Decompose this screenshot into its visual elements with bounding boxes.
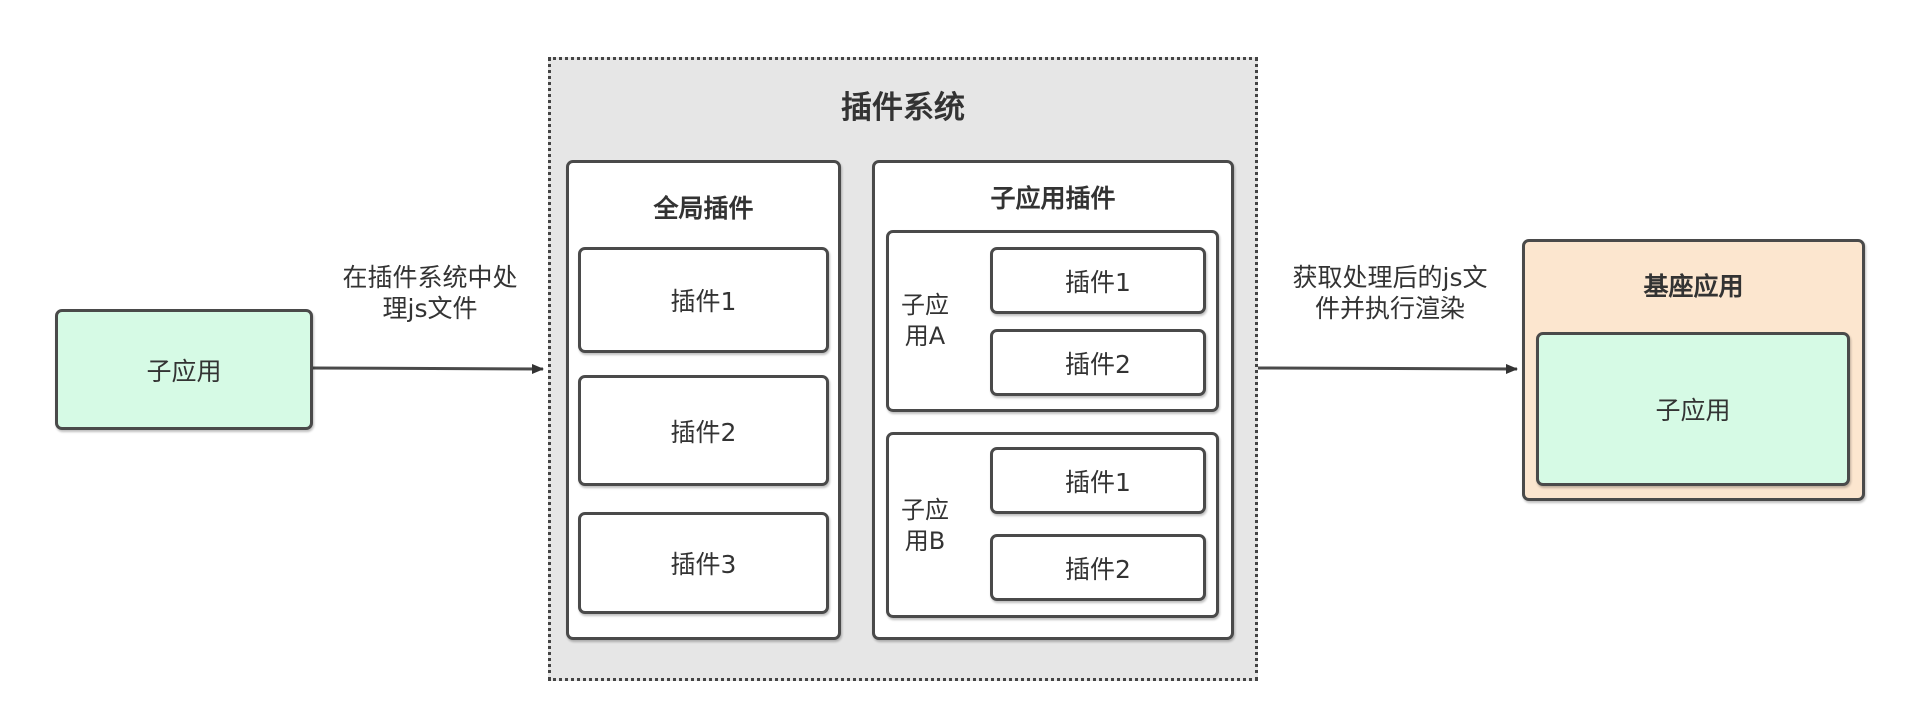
- sub-app-plugin-item-label: 插件2: [1065, 554, 1131, 584]
- sub-app-plugins-title: 子应用插件: [990, 184, 1116, 213]
- global-plugin-item: 插件2: [578, 375, 829, 486]
- sub-app-plugin-item: 插件2: [990, 329, 1206, 396]
- sub-app-plugin-item-label: 插件1: [1065, 467, 1131, 497]
- edge-label-left-line2: 理js文件: [382, 294, 478, 323]
- global-plugin-item-label: 插件3: [670, 550, 737, 579]
- global-plugins-title: 全局插件: [653, 194, 754, 223]
- global-plugin-item-label: 插件2: [670, 417, 737, 447]
- edge-label-right-line1: 获取处理后的js文: [1292, 263, 1488, 292]
- arrow-left-to-system: [312, 363, 544, 374]
- global-plugin-item: 插件3: [578, 512, 829, 614]
- sub-app-plugin-item-label: 插件2: [1065, 349, 1131, 379]
- left-sub-app-box: 子应用: [55, 309, 313, 430]
- sub-app-group-label-line1: 子应: [901, 496, 949, 524]
- sub-app-plugin-item: 插件1: [990, 247, 1206, 314]
- global-plugin-item-label: 插件1: [670, 287, 737, 316]
- sub-app-group-label: 子应 用A: [895, 290, 955, 352]
- edge-label-left-line1: 在插件系统中处: [342, 263, 518, 292]
- base-app-title: 基座应用: [1643, 272, 1744, 301]
- sub-app-plugin-item: 插件2: [990, 534, 1206, 601]
- global-plugin-item: 插件1: [578, 247, 829, 353]
- sub-app-group-label-line1: 子应: [901, 291, 949, 319]
- edge-label-right: 获取处理后的js文 件并执行渲染: [1270, 262, 1510, 324]
- sub-app-group-label: 子应 用B: [895, 495, 955, 557]
- arrow-system-to-base: [1257, 363, 1518, 374]
- edge-label-left: 在插件系统中处 理js文件: [318, 262, 542, 324]
- edge-label-right-line2: 件并执行渲染: [1314, 294, 1465, 323]
- sub-app-plugin-item: 插件1: [990, 447, 1206, 514]
- base-app-inner-sub-app-label: 子应用: [1655, 396, 1731, 425]
- plugin-system-title: 插件系统: [841, 90, 965, 126]
- sub-app-plugin-item-label: 插件1: [1065, 267, 1131, 297]
- left-sub-app-label: 子应用: [146, 356, 222, 386]
- base-app-inner-sub-app: 子应用: [1536, 332, 1850, 486]
- sub-app-group-label-line2: 用B: [904, 527, 946, 555]
- sub-app-group-label-line2: 用A: [904, 322, 946, 350]
